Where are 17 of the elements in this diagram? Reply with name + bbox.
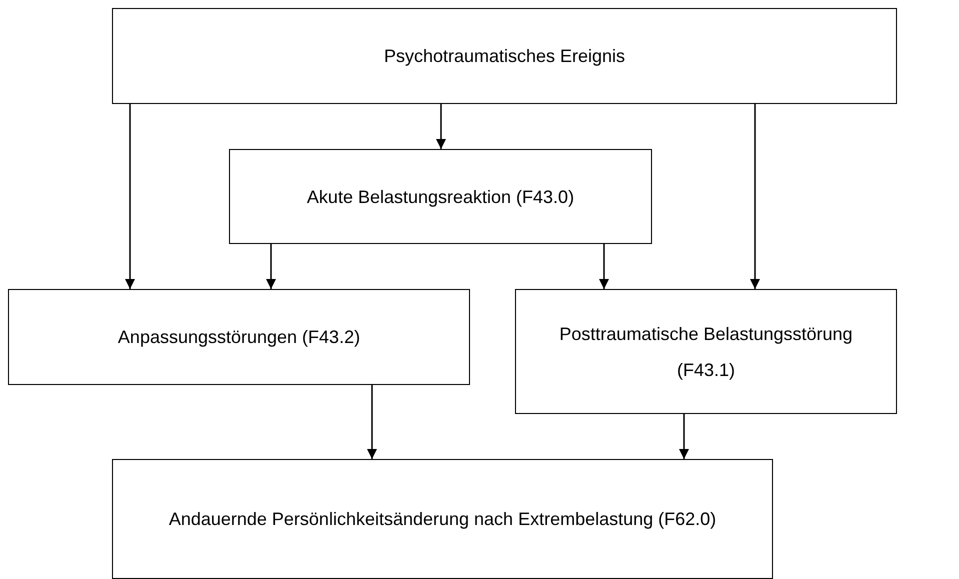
arrow — [599, 244, 609, 289]
box-label: Andauernde Persönlichkeitsänderung nach Extrembelastung (F62.0) — [168, 508, 716, 531]
arrow — [679, 414, 689, 459]
process-box — [515, 289, 897, 414]
arrow — [750, 104, 760, 289]
process-box — [112, 459, 773, 579]
arrow — [266, 244, 276, 289]
arrow — [436, 104, 446, 149]
process-box — [229, 149, 652, 244]
box-label: Akute Belastungsreaktion (F43.0) — [306, 186, 574, 209]
process-box — [112, 8, 897, 104]
box-label: Anpassungsstörungen (F43.2) — [118, 326, 360, 349]
process-box — [8, 289, 470, 385]
arrow — [125, 104, 135, 289]
box-label: Psychotraumatisches Ereignis — [384, 45, 626, 68]
box-label: Posttraumatische Belastungsstörung (F43.1) — [558, 322, 854, 382]
arrow — [367, 385, 377, 459]
